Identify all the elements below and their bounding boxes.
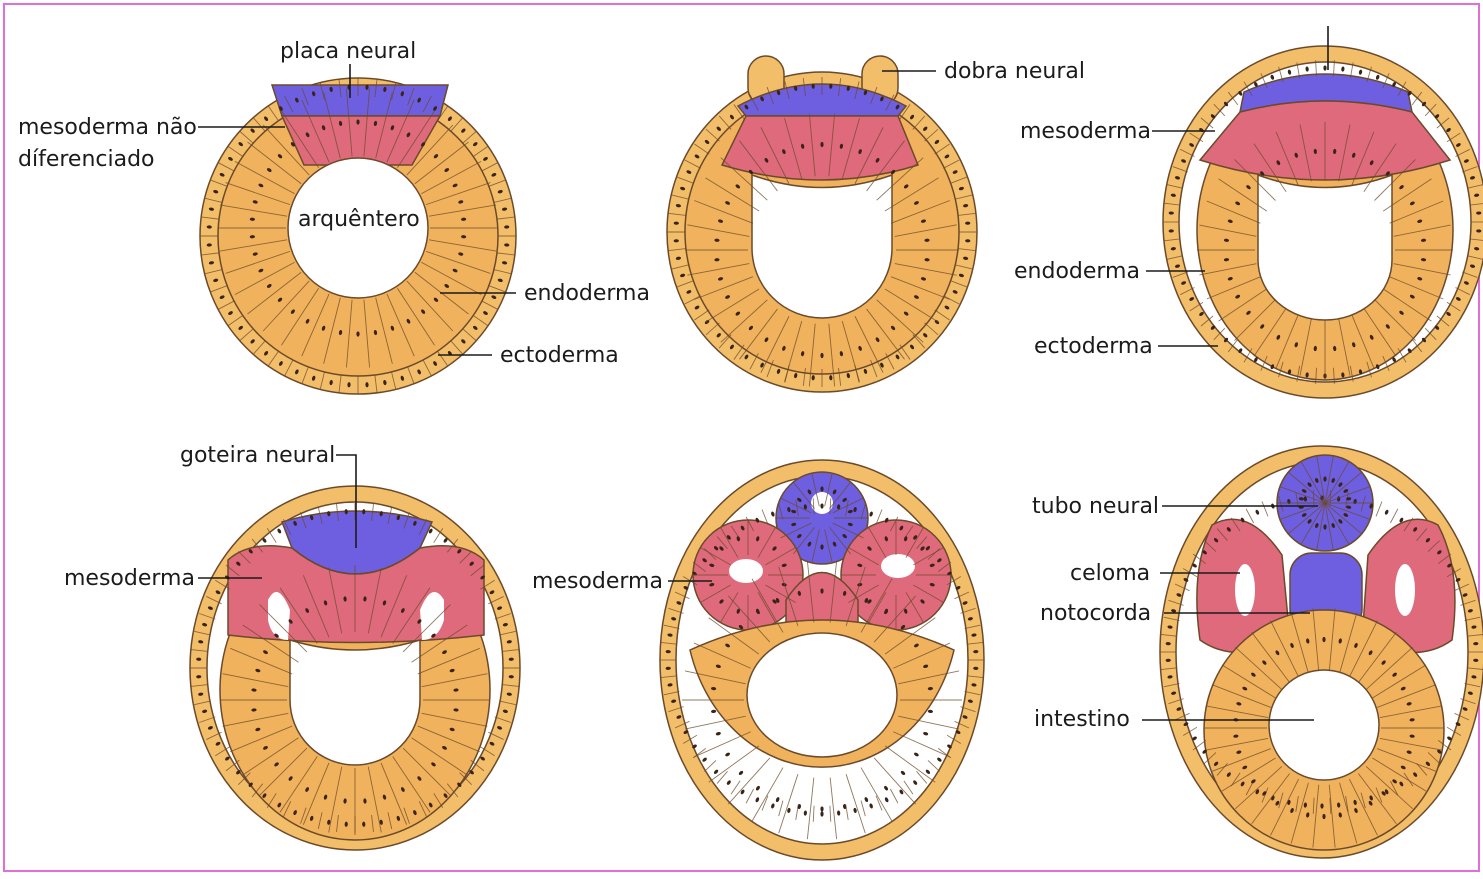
archenteron-cavity [1258, 175, 1392, 320]
label-mesoderma: mesoderma [1020, 119, 1151, 144]
cell-nucleus [820, 503, 823, 508]
panel-6-embryo [1160, 446, 1483, 858]
cell-nucleus [820, 142, 823, 147]
panel-2-embryo [667, 56, 977, 392]
cell-nucleus [356, 331, 359, 336]
cell-nucleus [1323, 476, 1326, 481]
label-endoderma: endoderma [524, 281, 650, 306]
cell-nucleus [1323, 65, 1326, 70]
label-placa-neural: placa neural [280, 39, 416, 64]
label-arquentero: arquêntero [298, 207, 420, 232]
cell-nucleus [356, 119, 359, 124]
panel-1-embryo [200, 78, 516, 394]
label-mesoderma-nao-diferenciado-line2: díferenciado [18, 147, 155, 172]
label-notocorda: notocorda [1040, 601, 1151, 626]
archenteron-cavity [752, 175, 892, 318]
label-mesoderma-nao-diferenciado: mesoderma não [18, 115, 197, 140]
coelom-left [729, 559, 763, 583]
label-intestino: intestino [1034, 707, 1130, 732]
cell-nucleus [1322, 814, 1325, 819]
coelom-left [1235, 564, 1255, 616]
cell-nucleus [1322, 637, 1325, 642]
coelom-right [1395, 564, 1415, 616]
cell-nucleus [820, 811, 823, 816]
panel-4-embryo [190, 486, 520, 850]
cell-nucleus [820, 806, 823, 811]
label-goteira-neural: goteira neural [180, 443, 335, 468]
label-mesoderma: mesoderma [532, 569, 663, 594]
cell-nucleus [820, 353, 823, 358]
cell-nucleus [1323, 524, 1326, 529]
archenteron-cavity [747, 633, 897, 757]
panel-2-labels: dobra neural [882, 59, 1085, 84]
intestine-lumen [1269, 670, 1379, 780]
label-dobra-neural: dobra neural [944, 59, 1085, 84]
cell-nucleus [820, 588, 823, 593]
label-endoderma: endoderma [1014, 259, 1140, 284]
archenteron-cavity [290, 640, 420, 765]
cell-nucleus [1320, 803, 1323, 808]
label-tubo-neural: tubo neural [1032, 494, 1159, 519]
label-ectoderma: ectoderma [500, 343, 619, 368]
label-mesoderma: mesoderma [64, 566, 195, 591]
panel-5-embryo [660, 460, 984, 860]
label-ectoderma: ectoderma [1034, 334, 1153, 359]
cell-nucleus [820, 486, 823, 491]
label-celoma: celoma [1070, 561, 1150, 586]
cell-nucleus [820, 544, 823, 549]
